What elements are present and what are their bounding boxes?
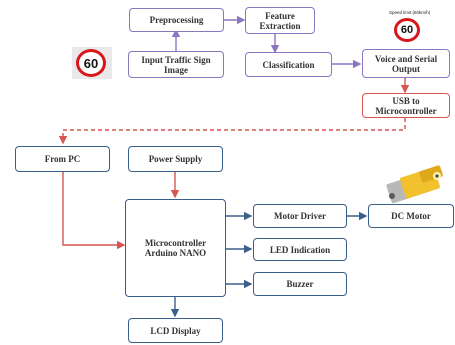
motor-driver-box: Motor Driver: [253, 204, 347, 228]
dc-motor-picture: [386, 165, 443, 204]
from-pc-box: From PC: [15, 146, 110, 172]
usb-to-microcontroller-box: USB to Microcontroller: [362, 93, 450, 118]
microcontroller-box: Microcontroller Arduino NANO: [125, 199, 226, 297]
classification-box: Classification: [245, 52, 332, 77]
led-indication-box: LED Indication: [253, 238, 347, 261]
preprocessing-box: Preprocessing: [129, 8, 224, 32]
voice-serial-output-box: Voice and Serial Output: [362, 49, 450, 78]
buzzer-box: Buzzer: [253, 272, 347, 296]
input-traffic-sign-box: Input Traffic Sign Image: [128, 51, 224, 78]
feature-extraction-box: Feature Extraction: [245, 7, 315, 34]
speed-limit-caption: Speed limit (60km/h): [389, 10, 431, 15]
power-supply-box: Power Supply: [128, 146, 223, 172]
speed-limit-60-icon: 60: [76, 49, 106, 77]
dc-motor-box: DC Motor: [368, 204, 454, 228]
arrow-pc-to-micro: [62, 172, 126, 250]
lcd-display-box: LCD Display: [128, 318, 223, 343]
output-speed-limit-60-icon: 60: [394, 18, 420, 42]
dashed-usb-to-pc: [58, 118, 406, 145]
